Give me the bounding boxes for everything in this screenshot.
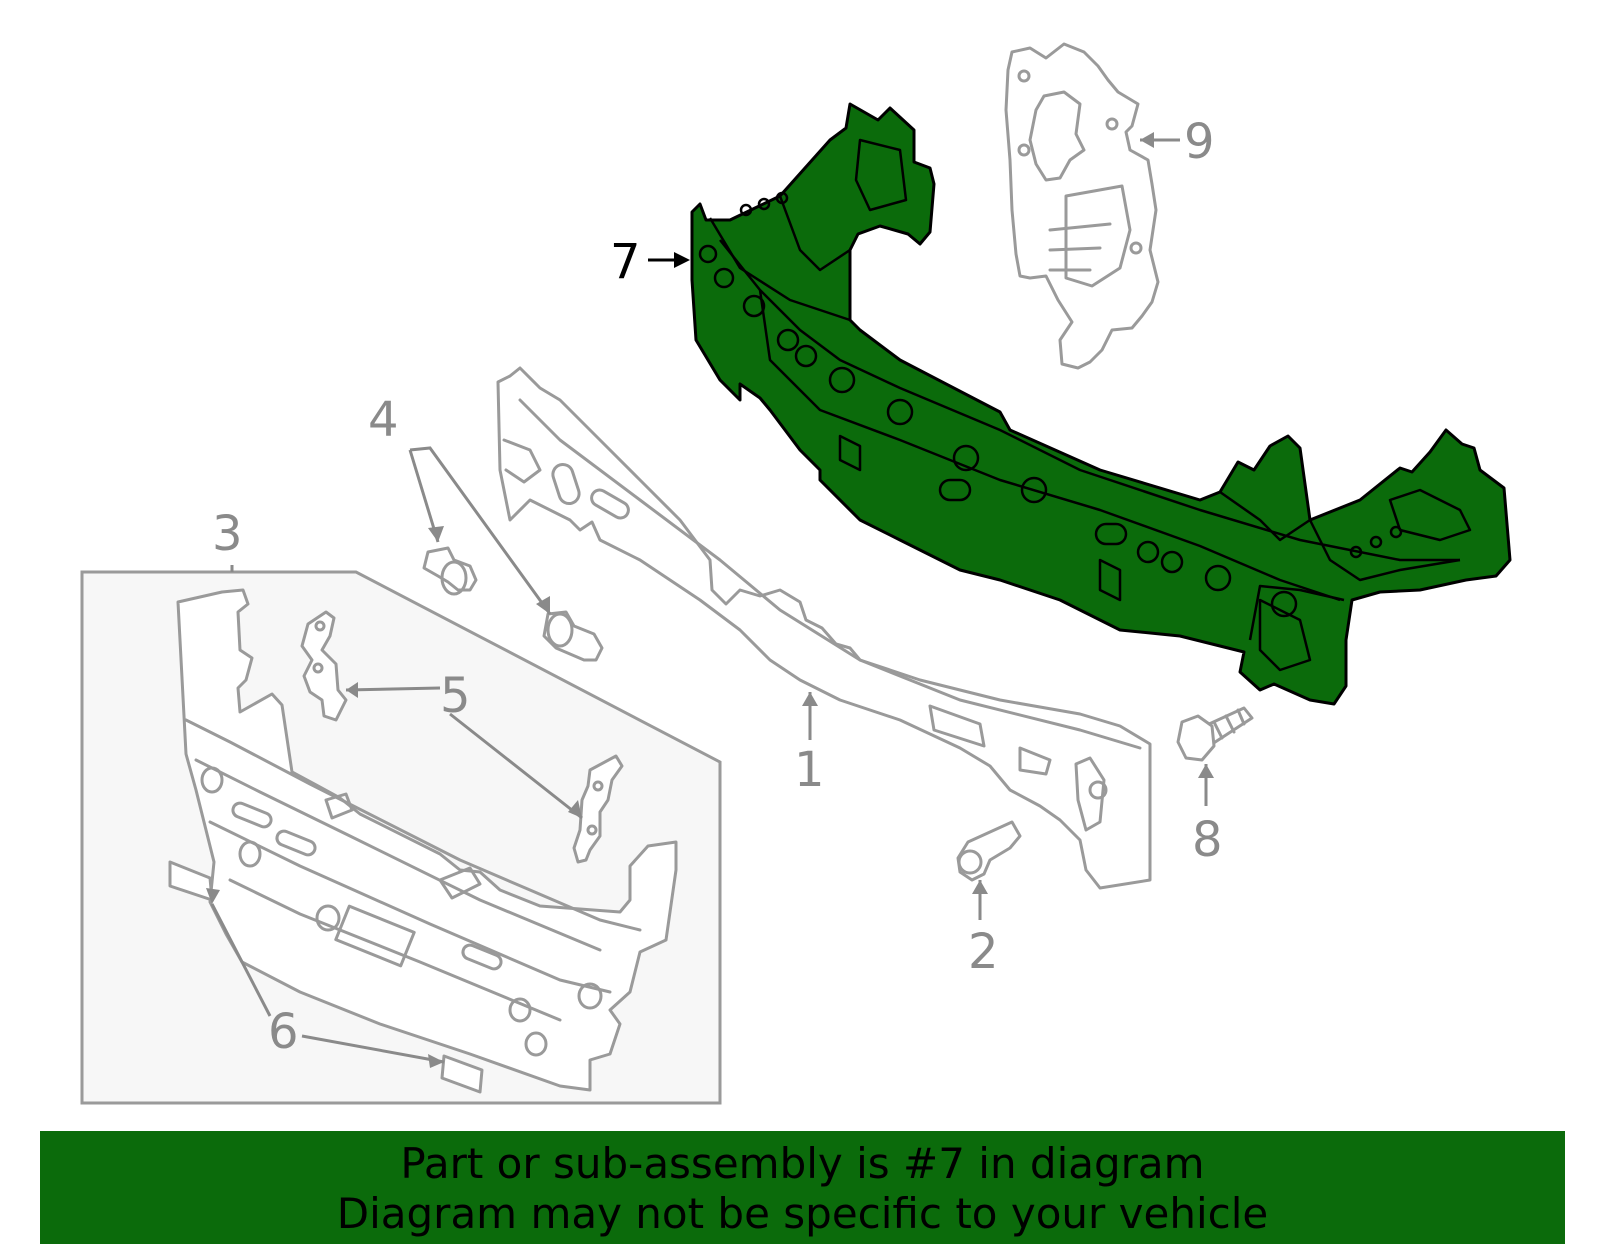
part-5-bracket-lower[interactable]	[572, 754, 624, 864]
part-6-pad-right[interactable]	[440, 1054, 484, 1094]
part-2-fastener[interactable]	[956, 820, 1022, 882]
part-4-clip-upper[interactable]	[422, 546, 478, 596]
part-8-bolt[interactable]	[1176, 706, 1254, 762]
callout-9: 9	[1184, 114, 1215, 170]
info-banner: Part or sub-assembly is #7 in diagram Di…	[40, 1131, 1565, 1244]
part-5-bracket-upper[interactable]	[300, 610, 348, 722]
callout-5: 5	[440, 668, 471, 724]
part-9-side-bracket[interactable]	[1004, 42, 1160, 370]
banner-line-1: Part or sub-assembly is #7 in diagram	[400, 1139, 1205, 1188]
leader-arrowheads	[206, 132, 1214, 1068]
part-7-reinforcement-beam[interactable]	[690, 102, 1512, 706]
callout-2: 2	[968, 924, 999, 980]
callout-8: 8	[1192, 812, 1223, 868]
callout-4: 4	[368, 392, 399, 448]
callout-6: 6	[268, 1004, 299, 1060]
banner-line-2: Diagram may not be specific to your vehi…	[336, 1189, 1269, 1238]
part-4-clip-lower[interactable]	[542, 610, 604, 662]
part-1-energy-absorber[interactable]	[496, 366, 1152, 890]
callout-1: 1	[794, 742, 825, 798]
callout-3: 3	[212, 506, 243, 562]
callout-7: 7	[610, 234, 641, 290]
leader-lines	[210, 138, 1208, 1064]
